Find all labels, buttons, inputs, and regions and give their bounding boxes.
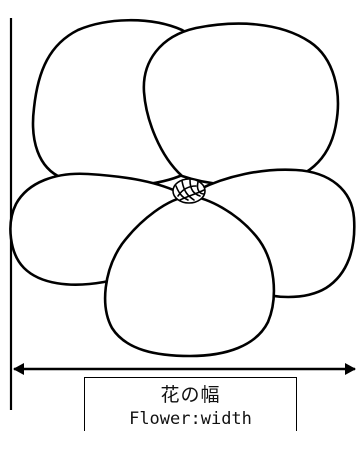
label-english: Flower:width xyxy=(129,409,252,429)
flower-center xyxy=(172,178,206,204)
petal-bottom xyxy=(103,194,276,358)
label-japanese: 花の幅 xyxy=(160,384,221,406)
petal-upper-right xyxy=(142,22,340,187)
label-box: 花の幅 Flower:width xyxy=(84,377,297,431)
flower-drawing xyxy=(9,18,356,358)
